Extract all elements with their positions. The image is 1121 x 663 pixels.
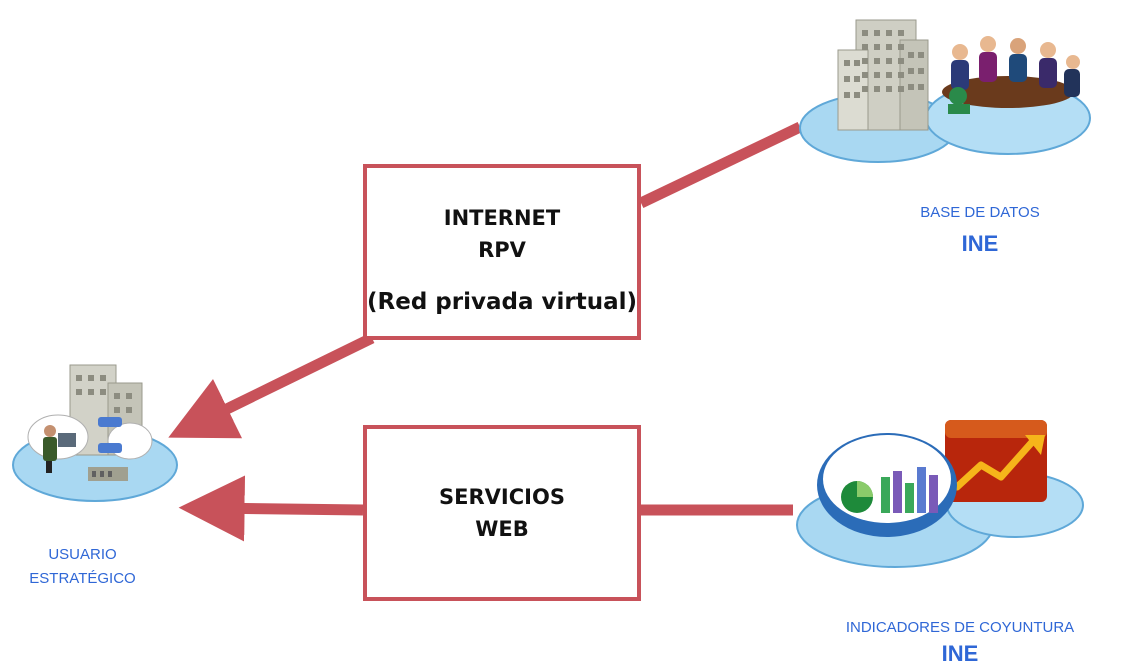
indicadores-illustration xyxy=(796,420,1084,568)
bar-chart-icon xyxy=(881,467,938,513)
trend-chart-icon xyxy=(945,420,1047,502)
meeting-people-icon xyxy=(942,36,1080,114)
red-privada-virtual-label: (Red privada virtual) xyxy=(367,289,637,315)
indicadores-label: INDICADORES DE COYUNTURA xyxy=(845,619,1075,636)
indicadores-ine-label: INE xyxy=(941,641,979,663)
base-datos-label: BASE DE DATOS xyxy=(920,204,1040,221)
internet-label: INTERNET xyxy=(443,206,561,230)
web-label: WEB xyxy=(475,517,529,541)
usuario-label: USUARIO xyxy=(48,546,117,563)
servicios-label: SERVICIOS xyxy=(439,485,565,509)
internet-rpv-box: INTERNET RPV (Red privada virtual) xyxy=(363,164,641,340)
pie-chart-icon xyxy=(841,481,873,513)
usuario-illustration xyxy=(12,364,178,502)
servicios-web-box: SERVICIOS WEB xyxy=(363,425,641,601)
rpv-label: RPV xyxy=(478,238,526,262)
user-workstation-icon xyxy=(43,425,128,481)
arrow-internet-to-user xyxy=(168,333,375,439)
connector-database-to-internet xyxy=(638,122,803,208)
base-datos-ine-label: INE xyxy=(961,231,999,256)
office-building-icon xyxy=(837,19,929,131)
estrategico-label: ESTRATÉGICO xyxy=(29,570,136,587)
base-datos-illustration xyxy=(799,19,1091,163)
arrow-web-to-user xyxy=(178,475,364,542)
